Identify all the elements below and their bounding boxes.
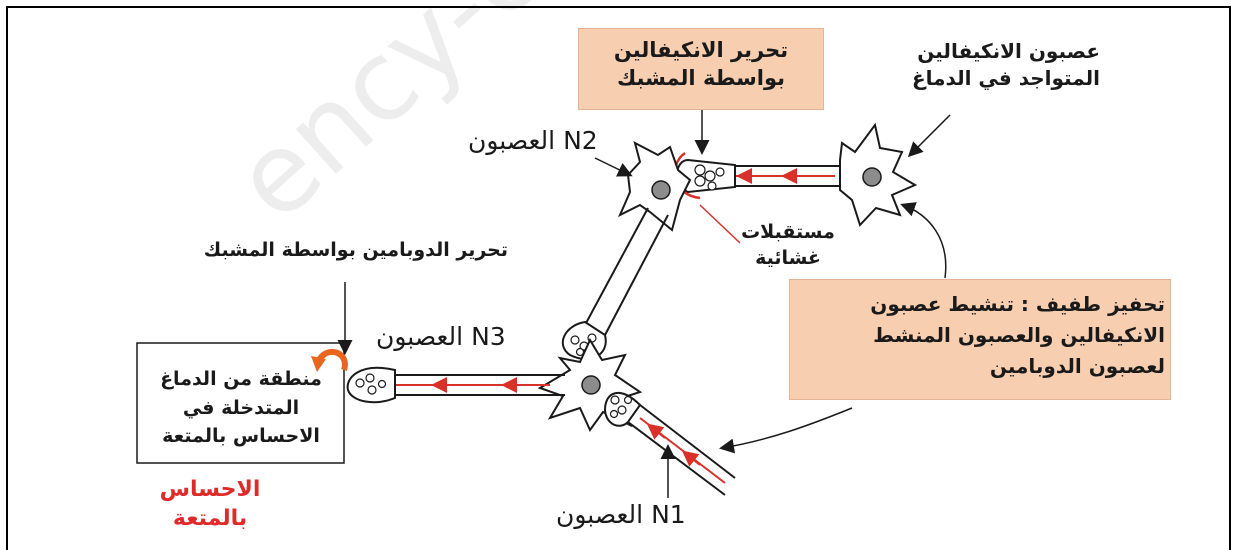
n3-nucleus [581,375,601,395]
n2-nucleus [651,180,671,200]
n1-axon-signal [639,417,726,484]
n1-axon [627,404,736,496]
enkephalin-neuron-label: عصبون الانكيفالين المتواجد في الدماغ [911,39,1100,90]
dopamine-release-arrowhead [311,356,326,372]
arrow-enkephalin-neuron [907,114,951,158]
enkephalin-vesicles [694,164,725,191]
stimulus-label: تحفيز طفيف : تنشيط عصبون الانكيفالين وال… [870,292,1165,378]
arrow-stimulus-to-enkephalin [900,202,947,279]
dopamine-synapse-terminal [346,366,396,404]
n2-axon [584,207,669,336]
brain-region-label: منطقة من الدماغ المتدخلة في الاحساس بالم… [160,368,322,447]
pleasure-feeling-label: الاحساس بالمتعة [159,477,261,531]
dopamine-release-label: تحرير الدوبامين بواسطة المشبك [203,239,508,261]
membrane-receptors-label: مستقبلات غشائية [741,221,835,269]
enkephalin-neuron-nucleus [862,167,882,187]
dopamine-vesicles [355,373,387,395]
neuron-n2-label: العصبون N2 [468,126,598,155]
n3-axon [390,374,565,396]
arrow-n2 [594,157,633,177]
enkephalin-release-label: تحرير الانكيفالين بواسطة المشبك [613,38,789,91]
brain-region-box [136,342,345,464]
receptors-pointer-line [699,204,741,244]
n1-terminal-vesicles [609,395,633,419]
figure-frame [6,6,1231,550]
neuron-n3-label: العصبون N3 [376,322,506,351]
enkephalin-release-box [578,28,824,110]
neuron-n1-label: العصبون N1 [556,500,686,529]
arrow-stimulus-to-n1 [719,407,853,454]
stimulus-box [789,279,1171,400]
